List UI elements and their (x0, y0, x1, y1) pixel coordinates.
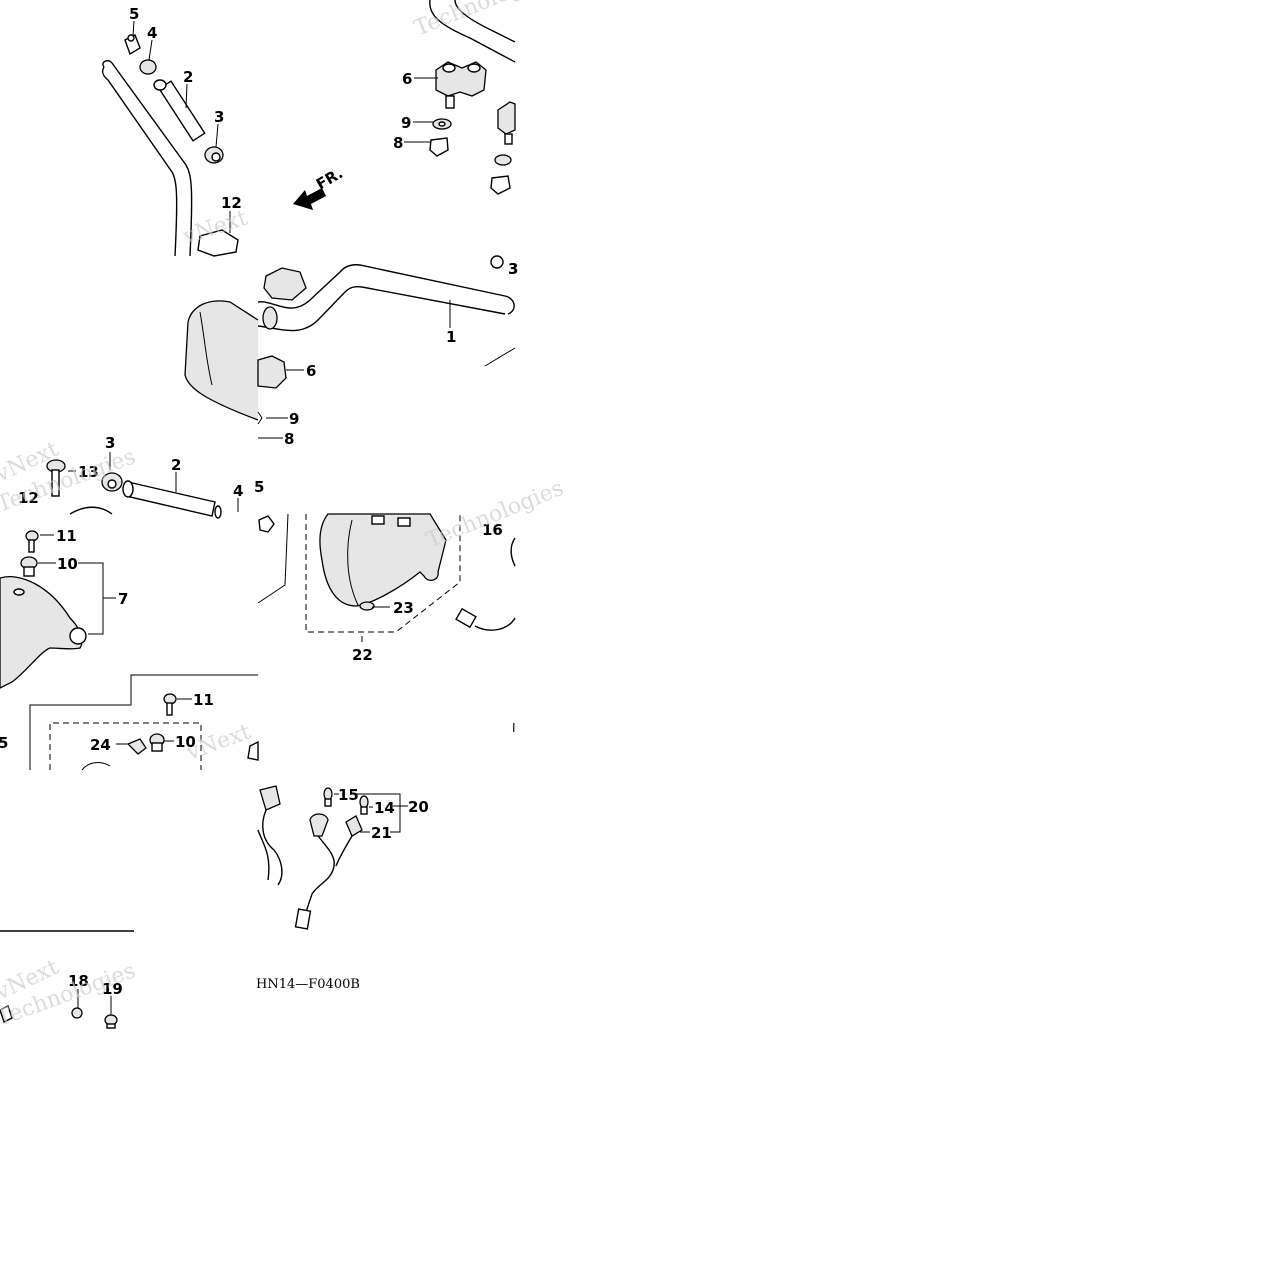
callout-4: 4 (147, 24, 157, 42)
upper-holder-part-right (497, 101, 516, 145)
callout-11: 11 (56, 527, 77, 545)
grip-pipe-part-b (122, 480, 222, 519)
front-cover-part (0, 576, 87, 689)
callout-4b: 4 (233, 482, 243, 500)
callout-6: 6 (402, 70, 412, 88)
grip-pipe-part (153, 79, 206, 142)
callout-1: 1 (446, 328, 456, 346)
flange-nut-part (429, 137, 511, 195)
bulb-14-part (359, 795, 369, 815)
callout-8: 8 (393, 134, 403, 152)
socket-connector-part (455, 607, 516, 631)
callout-12b: 12 (18, 489, 39, 507)
callout-15: 15 (338, 786, 359, 804)
figure-code: HN14—F0400B (256, 977, 360, 992)
tile-upper-holder-exploded: 3 6 9 8 (393, 0, 518, 278)
grommet-part-b (149, 733, 165, 752)
screw-part (25, 530, 39, 553)
tile-pipe-bolts: 13 3 2 4 12 5 (18, 434, 264, 519)
callout-24: 24 (90, 736, 111, 754)
callout-23: 23 (393, 599, 414, 617)
tile-handlebar-exploded: FR. 5 4 2 3 12 (101, 5, 346, 257)
nut-19-part (104, 1014, 118, 1029)
lower-holder-assembled-part (262, 267, 307, 330)
nut-part-edge: 3 (490, 255, 518, 278)
callout-11b: 11 (193, 691, 214, 709)
callout-2b: 2 (171, 456, 181, 474)
handlebar-cover-part (184, 300, 259, 421)
svg-text:5: 5 (254, 478, 264, 496)
tile-bottom-fragment: 18 19 (0, 930, 134, 1029)
grommet-part (20, 556, 38, 577)
tile-socket-wiring: 15 14 20 21 (257, 785, 429, 930)
bulb-socket-21-part (345, 815, 363, 837)
callout-19: 19 (102, 980, 123, 998)
holder-assembled-part (257, 355, 287, 389)
callout-13: 13 (78, 463, 99, 481)
rubber-seal-part (359, 601, 375, 611)
watermark-text: vNext (183, 720, 255, 766)
callout-10: 10 (57, 555, 78, 573)
sub-harness-part (294, 813, 353, 930)
callout-8b: 8 (284, 430, 294, 448)
callout-21: 21 (371, 824, 392, 842)
bushing-part (139, 59, 157, 75)
bulb-15-part (323, 787, 333, 807)
callout-16: 16 (482, 521, 503, 539)
tile-bracket-detail: 11 24 10 5 (0, 691, 259, 771)
watermark-group: Technologies vNext vNext Technologies Te… (0, 0, 567, 1032)
tile-handlebar-assembled: 1 6 9 8 (257, 264, 516, 448)
callout-20: 20 (408, 798, 429, 816)
bolt-part (46, 459, 66, 497)
upper-holder-part (435, 61, 487, 109)
callout-6b: 6 (306, 362, 316, 380)
callout-3: 3 (214, 108, 224, 126)
washer-part (432, 118, 512, 166)
tile-headlight-cover: 23 22 16 I (257, 513, 516, 735)
holder-clamp-part (197, 229, 239, 257)
front-direction-arrow: FR. (293, 164, 346, 210)
callout-3b: 3 (105, 434, 115, 452)
watermark-text: Technologies (411, 0, 555, 42)
socket-part (257, 785, 283, 886)
callout-12: 12 (221, 194, 242, 212)
stay-bracket-part (126, 738, 147, 755)
screw-18-part (71, 1007, 83, 1019)
screw-part-b (163, 693, 177, 716)
tile-lower-cover: 11 10 7 (0, 527, 258, 770)
callout-18: 18 (68, 972, 89, 990)
callout-2: 2 (183, 68, 193, 86)
callout-22: 22 (352, 646, 373, 664)
callout-9: 9 (401, 114, 411, 132)
callout-9b: 9 (289, 410, 299, 428)
front-arrow-label: FR. (313, 164, 346, 193)
svg-text:3: 3 (508, 260, 518, 278)
callout-14: 14 (374, 799, 395, 817)
tile-handlebar-cover (184, 300, 259, 421)
watermark-text: Technologies (423, 476, 567, 554)
cap-nut-part (204, 146, 224, 164)
cap-nut-part-b (101, 472, 123, 492)
callout-7: 7 (118, 590, 128, 608)
callout-5: 5 (129, 5, 139, 23)
callout-10b: 10 (175, 733, 196, 751)
svg-text:I: I (512, 721, 516, 735)
clamp-collar-part (124, 34, 141, 56)
callout-5b: 5 (0, 734, 8, 752)
